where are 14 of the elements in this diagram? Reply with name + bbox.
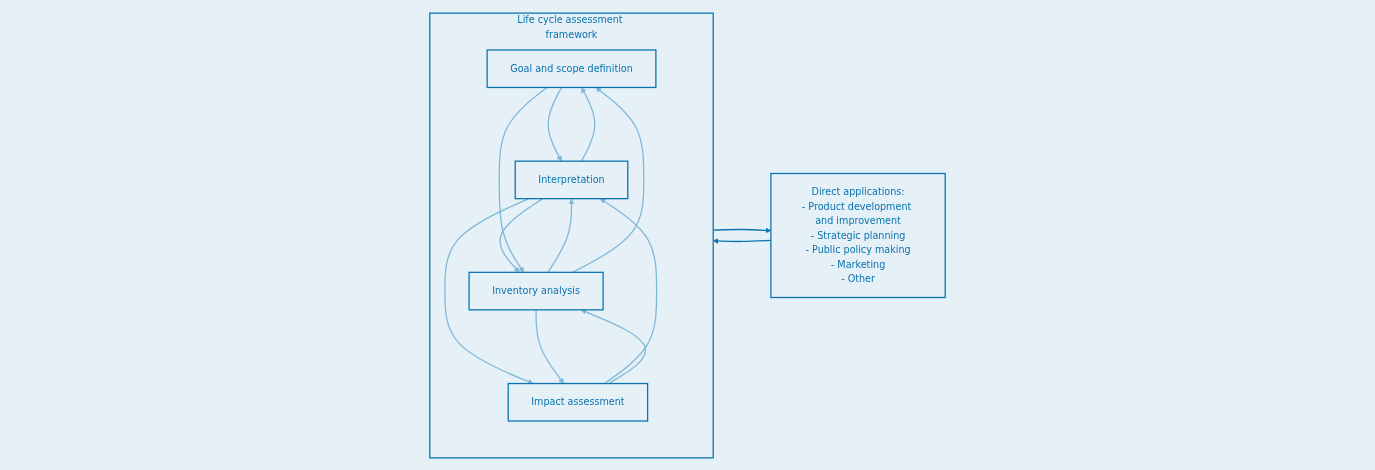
arrow (547, 86, 563, 161)
node-box: Interpretation (514, 160, 629, 199)
arrow (498, 86, 548, 273)
node-box: Inventory analysis (468, 271, 604, 310)
arrow (499, 197, 544, 273)
arrow (547, 197, 575, 273)
arrow (444, 197, 534, 384)
arrow (580, 308, 647, 384)
node-box: Goal and scope definition (486, 48, 657, 88)
arrow (580, 86, 596, 162)
node-box: Impact assessment (507, 382, 649, 422)
arrow (599, 197, 658, 384)
node-box: Direct applications: - Product development and improvement - Strategic planning - Public policy making - Marketing - Other (770, 172, 946, 298)
arrow (535, 308, 565, 384)
